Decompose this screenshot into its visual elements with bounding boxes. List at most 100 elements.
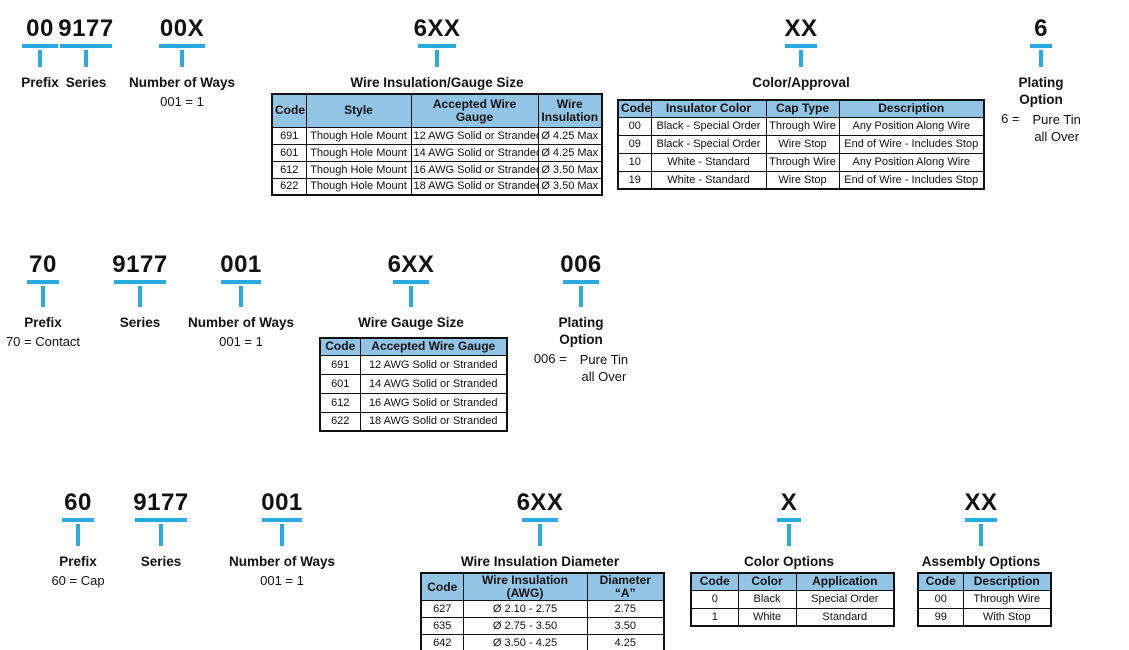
column-header: Code	[420, 572, 464, 601]
table-cell: Standard	[795, 607, 895, 627]
field-series-cap: 9177 Series	[121, 490, 201, 570]
table-cell: 4.25	[586, 634, 665, 650]
table-cell: 612	[319, 392, 361, 413]
t-connector-icon	[1030, 44, 1052, 67]
part-code: 00X	[159, 15, 205, 42]
field-sub-note: 001 = 1	[219, 334, 263, 349]
field-label: Number of Ways	[187, 315, 295, 330]
t-connector-icon	[393, 280, 429, 307]
column-header: Color	[737, 572, 797, 591]
field-prefix-cap-assembly: 00 Prefix	[0, 16, 80, 91]
field-label: Color/Approval	[752, 75, 850, 90]
part-code: 60	[64, 489, 92, 516]
part-code: 6	[1034, 15, 1048, 42]
field-assembly-options-cap: XX Assembly Options	[916, 490, 1046, 570]
option-value-line: all Over	[581, 369, 627, 384]
column-header: Wire Insulation (AWG)	[462, 572, 588, 601]
table-cell: Ø 3.50 Max	[537, 160, 603, 179]
option-value-line: all Over	[1034, 129, 1080, 144]
field-label: Number of Ways	[128, 75, 236, 90]
field-color-options-cap: X Color Options	[734, 490, 844, 570]
option-value-line: Pure Tin	[1032, 112, 1081, 127]
table-cell: 642	[420, 634, 464, 650]
table-cell: Through Wire	[765, 116, 840, 136]
table-cell: Wire Stop	[765, 170, 840, 190]
field-sub-note: 006 = Pure Tin all Over	[534, 351, 628, 385]
part-code: 9177	[133, 489, 189, 516]
field-label: Prefix	[21, 75, 59, 90]
part-code: 70	[29, 251, 57, 278]
t-connector-icon	[522, 518, 558, 546]
part-code: 9177	[112, 251, 168, 278]
table-cell: 99	[917, 607, 964, 627]
table-cell: Though Hole Mount	[305, 177, 412, 196]
field-plating-contact: 006 Plating Option 006 = Pure Tin all Ov…	[511, 252, 651, 385]
part-code: 001	[220, 251, 262, 278]
t-connector-icon	[563, 280, 599, 307]
field-label: Plating Option	[1018, 75, 1064, 107]
table-cell: Any Position Along Wire	[838, 116, 985, 136]
t-connector-icon	[135, 518, 187, 546]
t-connector-icon	[418, 44, 456, 67]
option-value-line: Pure Tin	[579, 352, 629, 367]
table-cell: Ø 2.75 - 3.50	[462, 617, 588, 635]
column-header: Code	[271, 93, 307, 128]
field-insulation-diameter-cap: 6XX Wire Insulation Diameter	[455, 490, 625, 570]
field-color-approval-cap-assembly: XX Color/Approval	[731, 16, 871, 91]
table-cell: 622	[271, 177, 307, 196]
field-label: Plating Option	[558, 315, 604, 347]
table-cell: End of Wire - Includes Stop	[838, 134, 985, 154]
table-cell: Through Wire	[962, 589, 1052, 609]
column-header: Code	[617, 99, 652, 118]
part-code: 00	[26, 15, 54, 42]
table-cell: 627	[420, 600, 464, 618]
t-connector-icon	[114, 280, 166, 307]
table-cell: Black - Special Order	[650, 134, 767, 154]
t-connector-icon	[785, 44, 817, 67]
table-cell: 14 AWG Solid or Stranded	[410, 143, 539, 162]
t-connector-icon	[777, 518, 801, 546]
table-cell: End of Wire - Includes Stop	[838, 170, 985, 190]
table-cell: Black - Special Order	[650, 116, 767, 136]
table-cell: 1	[690, 607, 739, 627]
field-label: Series	[65, 75, 107, 90]
part-code: 006	[560, 251, 602, 278]
table-cell: Though Hole Mount	[305, 160, 412, 179]
t-connector-icon	[262, 518, 302, 546]
column-header: Wire Insulation	[537, 93, 603, 128]
t-connector-icon	[60, 44, 112, 67]
field-label: Series	[140, 554, 182, 569]
part-code: 6XX	[413, 15, 461, 42]
field-sub-note: 70 = Contact	[5, 334, 81, 349]
part-code: X	[780, 489, 798, 516]
table-cell: 2.75	[586, 600, 665, 618]
part-code: 001	[261, 489, 303, 516]
table-cell: 612	[271, 160, 307, 179]
column-header: Code	[917, 572, 964, 591]
table-cell: 16 AWG Solid or Stranded	[410, 160, 539, 179]
table-cell: 00	[917, 589, 964, 609]
table-cell: Though Hole Mount	[305, 143, 412, 162]
table-cell: 622	[319, 411, 361, 432]
table-cell: Ø 4.25 Max	[537, 126, 603, 145]
